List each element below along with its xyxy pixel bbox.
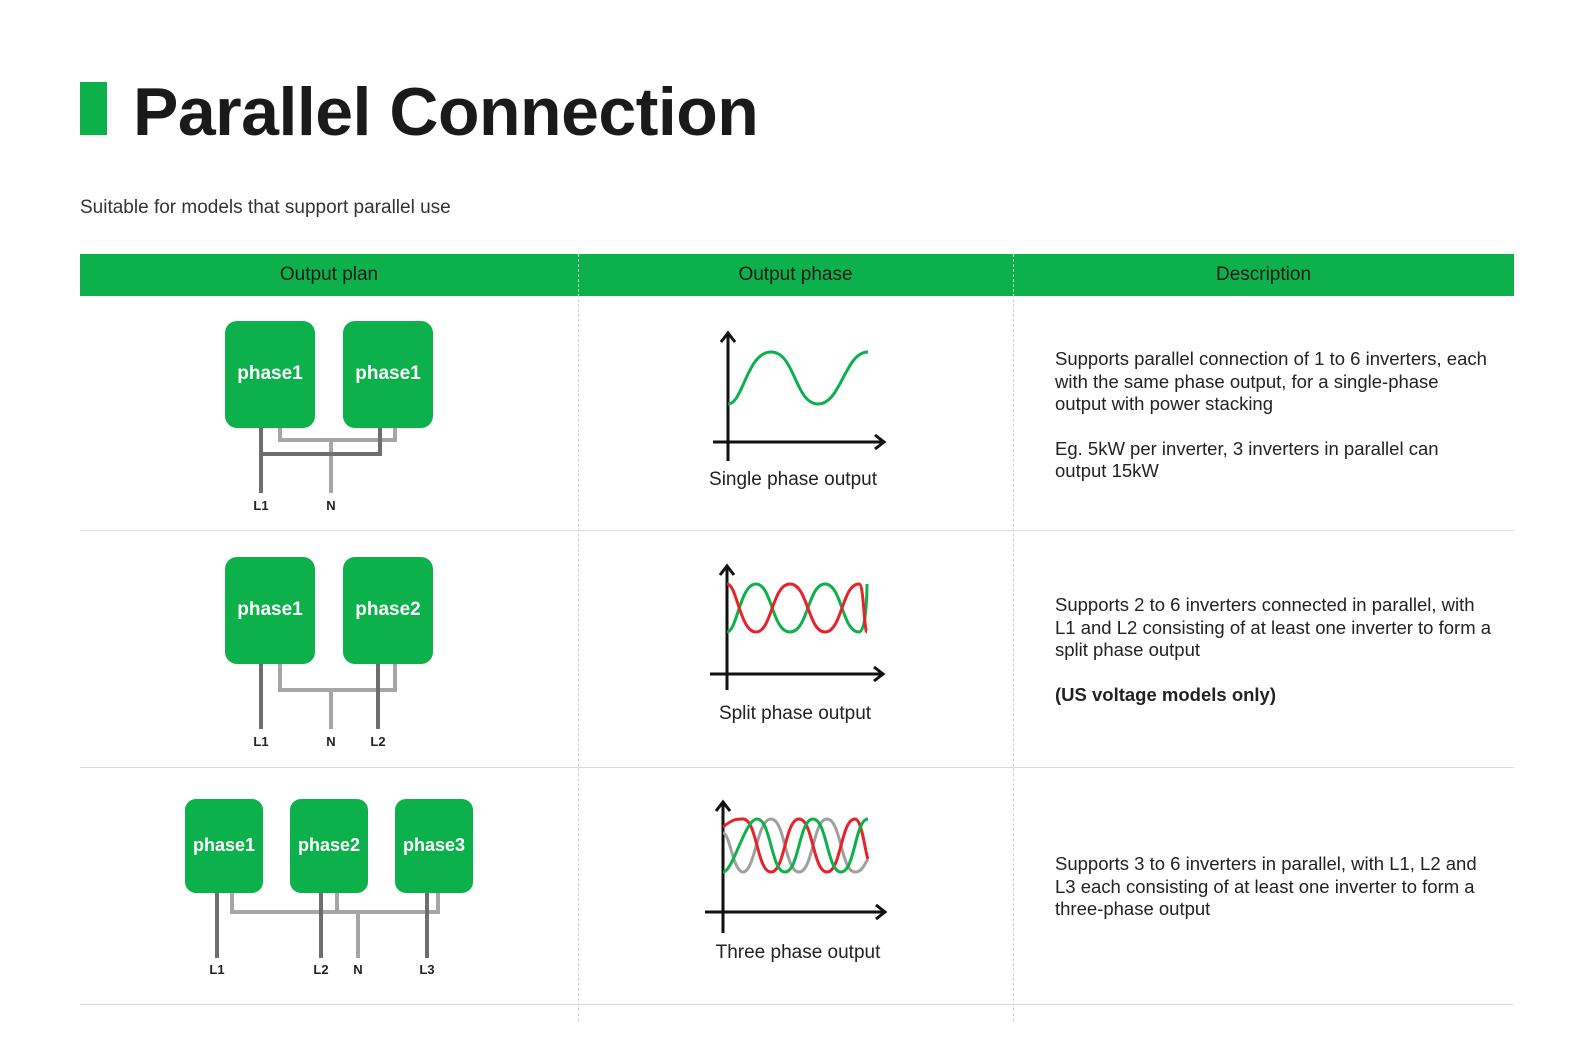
neutral-wire (278, 424, 397, 442)
inverter-box (395, 799, 473, 893)
header-output-plan: Output plan (279, 264, 379, 285)
y-axis-arrow (714, 799, 732, 812)
wave-green (726, 582, 869, 634)
wave-red (726, 582, 869, 634)
wave-green (722, 817, 869, 874)
inverter-label: phase2 (355, 599, 420, 620)
inverter-box (343, 321, 433, 428)
row-divider (80, 530, 1514, 531)
terminal-label: N (326, 734, 335, 749)
terminal-label: N (326, 498, 335, 513)
row-description: Supports parallel connection of 1 to 6 i… (1055, 348, 1495, 483)
inverter-box (225, 321, 315, 428)
terminal-label: L1 (253, 498, 268, 513)
terminal-label: L3 (419, 962, 434, 977)
output-plan-diagram: phase1 phase1 L1 N (225, 321, 433, 513)
table-row: phase1 phase2 L1 N L2 Split phase output… (80, 530, 1514, 767)
x-axis-arrow (873, 665, 886, 683)
y-axis-arrow (718, 563, 736, 576)
single-phase-waveform (713, 330, 887, 461)
x-axis-arrow (875, 903, 888, 921)
wiring (259, 660, 397, 729)
x-axis-arrow (874, 433, 887, 451)
terminal-label: L1 (253, 734, 268, 749)
description-paragraph: Supports parallel connection of 1 to 6 i… (1055, 348, 1487, 414)
phase-caption: Single phase output (709, 469, 877, 490)
output-plan-diagram: phase1 phase2 phase3 L1 L2 N L3 (185, 799, 473, 977)
split-phase-waveform (710, 563, 886, 690)
description-note: (US voltage models only) (1055, 683, 1277, 705)
inverter-box (225, 557, 315, 664)
inverter-box (343, 557, 433, 664)
inverter-label: phase1 (237, 363, 303, 384)
inverter-label: phase2 (298, 835, 360, 855)
phase-caption: Split phase output (718, 703, 872, 724)
wave-gray (722, 817, 870, 874)
terminal-label: L2 (370, 734, 385, 749)
inverter-label: phase1 (237, 599, 303, 620)
row-description: Supports 2 to 6 inverters connected in p… (1055, 594, 1495, 706)
description-paragraph: Supports 3 to 6 inverters in parallel, w… (1055, 853, 1477, 919)
wiring (259, 424, 397, 493)
row-divider (80, 1004, 1514, 1005)
wave-green (727, 350, 869, 406)
inverter-label: phase1 (355, 363, 421, 384)
column-divider (578, 254, 579, 1021)
description-paragraph: Supports 2 to 6 inverters connected in p… (1055, 594, 1492, 660)
table-header: Output plan Output phase Description (80, 254, 1514, 296)
inverter-label: phase1 (193, 835, 255, 855)
row-description: Supports 3 to 6 inverters in parallel, w… (1055, 853, 1495, 921)
title-accent-bar (80, 82, 107, 135)
line-wire (259, 424, 382, 456)
header-output-phase: Output phase (738, 264, 853, 285)
wiring (215, 892, 440, 958)
inverter-box (290, 799, 368, 893)
description-paragraph: Eg. 5kW per inverter, 3 inverters in par… (1055, 437, 1439, 482)
page-subtitle: Suitable for models that support paralle… (80, 197, 451, 218)
header-description: Description (1215, 264, 1312, 285)
parallel-table: Output plan Output phase Description pha… (80, 254, 1514, 1021)
y-axis-arrow (719, 330, 737, 343)
terminal-label: N (353, 962, 362, 977)
inverter-label: phase3 (403, 835, 465, 855)
table-row: phase1 phase2 phase3 L1 L2 N L3 Three ph… (80, 767, 1514, 1004)
terminal-label: L2 (313, 962, 328, 977)
three-phase-waveform (705, 799, 888, 933)
neutral-wire (278, 660, 397, 692)
column-divider (1013, 254, 1014, 1021)
terminal-label: L1 (209, 962, 224, 977)
row-divider (80, 767, 1514, 768)
page-title: Parallel Connection (133, 74, 759, 150)
output-plan-diagram: phase1 phase2 L1 N L2 (225, 557, 433, 749)
inverter-box (185, 799, 263, 893)
wave-red (722, 817, 870, 874)
table-row: phase1 phase1 L1 N Single phase output S… (80, 296, 1514, 530)
phase-caption: Three phase output (715, 942, 881, 963)
